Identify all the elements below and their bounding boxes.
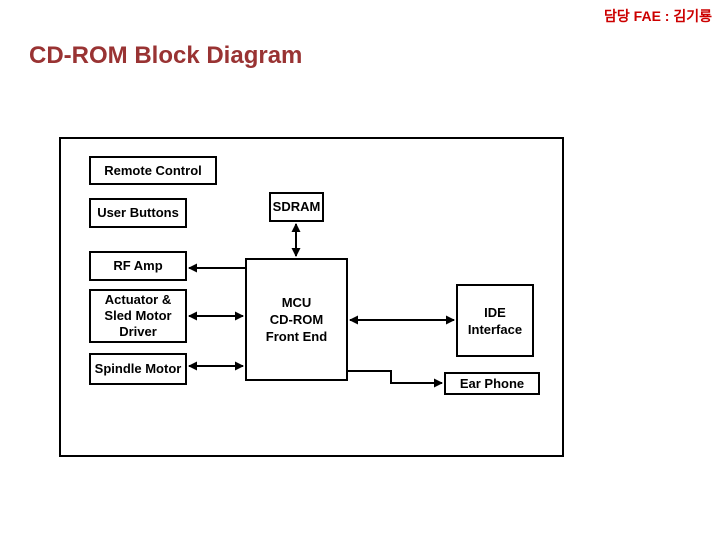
block-actuator-label-line1: Actuator & bbox=[104, 292, 172, 307]
block-mcu-label-line2: CD-ROM bbox=[269, 312, 324, 327]
block-ide-interface: IDE Interface bbox=[456, 284, 534, 357]
block-remote-control: Remote Control bbox=[89, 156, 217, 185]
block-user-buttons: User Buttons bbox=[89, 198, 187, 228]
block-spindle-motor: Spindle Motor bbox=[89, 353, 187, 385]
block-rf-amp-label: RF Amp bbox=[113, 258, 163, 273]
block-actuator-sled-motor-driver: Actuator & Sled Motor Driver bbox=[89, 289, 187, 343]
block-actuator-label-line2: Sled Motor bbox=[104, 308, 172, 323]
block-sdram: SDRAM bbox=[269, 192, 324, 222]
block-ide-label-line2: Interface bbox=[467, 321, 523, 337]
block-ear-phone-label: Ear Phone bbox=[459, 375, 525, 391]
block-mcu-label-line3: Front End bbox=[265, 329, 328, 344]
block-mcu-cdrom-front-end: MCU CD-ROM Front End bbox=[245, 258, 348, 381]
block-user-buttons-label: User Buttons bbox=[97, 205, 179, 220]
block-ide-label-line1: IDE bbox=[484, 304, 506, 320]
block-sdram-label: SDRAM bbox=[272, 199, 321, 214]
fae-label: 담당 FAE : 김기룡 bbox=[604, 8, 712, 24]
page-title: CD-ROM Block Diagram bbox=[29, 42, 303, 69]
block-rf-amp: RF Amp bbox=[89, 251, 187, 281]
block-spindle-motor-label: Spindle Motor bbox=[94, 361, 182, 376]
block-actuator-label-line3: Driver bbox=[119, 324, 157, 339]
block-ear-phone: Ear Phone bbox=[444, 372, 540, 395]
block-remote-control-label: Remote Control bbox=[104, 162, 202, 178]
block-mcu-label-line1: MCU bbox=[281, 295, 312, 310]
